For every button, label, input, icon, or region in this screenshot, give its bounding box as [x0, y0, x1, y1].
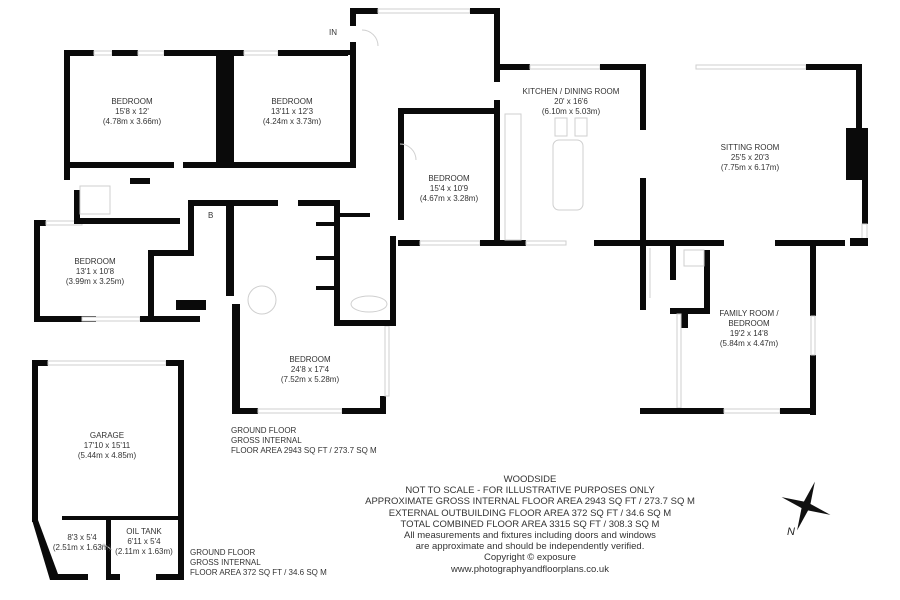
fixtures [79, 29, 705, 551]
copyright: Copyright © exposure [483, 552, 577, 564]
property-name: WOODSIDE [503, 474, 557, 485]
north-label: N [787, 526, 795, 538]
walls-bedrooms-north [64, 42, 356, 180]
disclaimer-notes: WOODSIDE NOT TO SCALE - FOR ILLUSTRATIVE… [365, 474, 695, 575]
walls-kitchen [398, 64, 724, 246]
walls-west-bedroom [34, 178, 278, 322]
boiler-marker: B [208, 211, 214, 220]
compass-rose: N [770, 470, 840, 550]
walls-family-room [640, 240, 816, 415]
walls-sitting-room [695, 64, 868, 246]
walls-master-bedroom [232, 200, 396, 414]
walls-entrance [350, 8, 644, 82]
compass-star-icon [781, 481, 831, 531]
room-label-store: 8'3 x 5'4(2.51m x 1.63m) [52, 533, 112, 552]
entrance-marker: IN [329, 28, 337, 37]
website-link: www.photographyandfloorplans.co.uk [451, 563, 609, 575]
